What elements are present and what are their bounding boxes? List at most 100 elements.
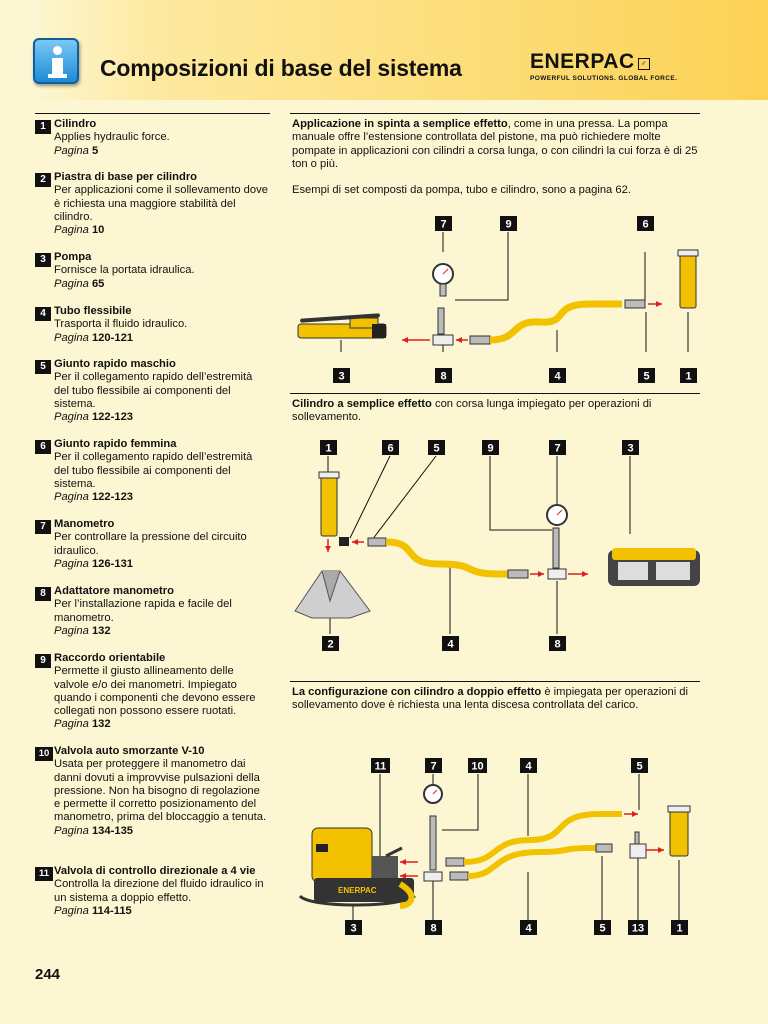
- item-number: 1: [35, 120, 51, 134]
- diagram-single-acting-lift: 1 6 5 9 7 3 2 4 8: [294, 440, 700, 651]
- item-title: Tubo flessibile: [54, 305, 132, 317]
- diagram-label: 10: [471, 761, 483, 773]
- item-page-label: Pagina: [54, 491, 89, 504]
- item-page-label: Pagina: [54, 411, 89, 424]
- item-title: Cilindro: [54, 118, 97, 130]
- item-page-label: Pagina: [54, 824, 89, 837]
- section-1-heading: Applicazione in spinta a semplice effett…: [292, 118, 508, 130]
- brand-tagline: POWERFUL SOLUTIONS. GLOBAL FORCE.: [530, 75, 678, 82]
- item-page-label: Pagina: [54, 904, 89, 917]
- item-number: 8: [35, 587, 51, 601]
- brand-name: ENERPAC: [530, 50, 635, 73]
- item-title: Adattatore manometro: [54, 585, 174, 597]
- section-1-body: , come in una pressa. La pompa manuale o…: [292, 118, 698, 170]
- diagram-label: 11: [375, 761, 387, 773]
- item-desc: Permette il giusto allineamento delle va…: [54, 665, 256, 718]
- diagram-label: 5: [599, 923, 605, 935]
- pump-brand-label: ENERPAC: [338, 886, 377, 895]
- item-page: 65: [91, 277, 105, 290]
- item-number: 7: [35, 520, 51, 534]
- item-page: 122-123: [91, 491, 134, 504]
- item-desc: Per l’installazione rapida e facile del …: [54, 598, 232, 624]
- section-2-text: Cilindro a semplice effetto con corsa lu…: [292, 398, 702, 425]
- diagram-label: 1: [685, 371, 691, 383]
- item-desc: Per controllare la pressione del circuit…: [54, 531, 247, 557]
- item-page: 120-121: [91, 331, 134, 344]
- section-3-heading: La configurazione con cilindro a doppio …: [292, 686, 542, 698]
- diagram-label: 4: [447, 639, 454, 651]
- diagram-label: 7: [554, 443, 560, 455]
- page-number: 244: [35, 966, 61, 983]
- diagram-label: 7: [440, 219, 446, 231]
- section-1-note: Esempi di set composti da pompa, tubo e …: [292, 184, 631, 197]
- item-page: 126-131: [91, 557, 134, 570]
- item-page-label: Pagina: [54, 624, 89, 637]
- item-title: Giunto rapido femmina: [54, 438, 177, 450]
- item-number: 11: [35, 867, 53, 881]
- item-page: 134-135: [91, 824, 134, 837]
- item-number: 6: [35, 440, 51, 454]
- item-desc: Per il collegamento rapido dell’estremit…: [54, 371, 253, 410]
- diagram-label: 2: [327, 639, 333, 651]
- item-title: Valvola auto smorzante V-10: [54, 745, 205, 757]
- diagram-label: 8: [430, 923, 436, 935]
- diagram-label: 6: [387, 443, 393, 455]
- section-3-text: La configurazione con cilindro a doppio …: [292, 686, 702, 713]
- item-title: Manometro: [54, 518, 115, 530]
- diagram-label: 5: [433, 443, 439, 455]
- diagram-label: 1: [676, 923, 682, 935]
- diagram-label: 9: [505, 219, 511, 231]
- item-desc: Controlla la direzione del fluido idraul…: [54, 878, 264, 904]
- item-page: 114-115: [91, 904, 132, 917]
- diagram-label: 3: [350, 923, 356, 935]
- diagram-label: 9: [487, 443, 493, 455]
- item-page-label: Pagina: [54, 718, 89, 731]
- item-page-label: Pagina: [54, 224, 89, 237]
- item-number: 4: [35, 307, 51, 321]
- item-page: 10: [91, 224, 105, 237]
- item-page: 122-123: [91, 411, 134, 424]
- diagram-label: 4: [554, 371, 561, 383]
- item-desc: Trasporta il fluido idraulico.: [54, 318, 188, 331]
- item-title: Piastra di base per cilindro: [54, 171, 198, 183]
- diagram-label: 5: [636, 761, 642, 773]
- diagram-double-acting: ENERPAC 11 7 10 4 5 3 8 4 5 13 1: [298, 758, 691, 935]
- diagram-label: 8: [554, 639, 560, 651]
- diagram-label: 6: [642, 219, 648, 231]
- item-page-label: Pagina: [54, 144, 89, 157]
- item-number: 3: [35, 253, 51, 267]
- diagram-label: 8: [440, 371, 446, 383]
- diagram-single-acting-push: 7 9 6 3 8 4 5 1: [297, 216, 699, 383]
- item-title: Valvola di controllo direzionale a 4 vie: [54, 865, 256, 877]
- item-desc: Applies hydraulic force.: [54, 131, 170, 144]
- item-page-label: Pagina: [54, 331, 89, 344]
- diagram-label: 1: [325, 443, 331, 455]
- info-icon: [33, 38, 79, 84]
- left-rule: [35, 113, 270, 114]
- item-title: Pompa: [54, 251, 92, 263]
- item-title: Giunto rapido maschio: [54, 358, 176, 370]
- section-2-heading: Cilindro a semplice effetto: [292, 398, 432, 410]
- item-desc: Per il collegamento rapido dell’estremit…: [54, 451, 253, 490]
- item-number: 2: [35, 173, 51, 187]
- diagram-label: 3: [338, 371, 344, 383]
- diagram-label: 4: [525, 923, 532, 935]
- item-title: Raccordo orientabile: [54, 652, 166, 664]
- item-number: 9: [35, 654, 51, 668]
- right-rule-top: [290, 113, 700, 114]
- section-1-text: Applicazione in spinta a semplice effett…: [292, 118, 702, 197]
- right-rule-mid: [290, 393, 700, 394]
- item-page-label: Pagina: [54, 557, 89, 570]
- item-desc: Usata per proteggere il manometro dai da…: [54, 758, 267, 824]
- diagram-label: 3: [627, 443, 633, 455]
- section-2-body: con corsa lunga impiegato per operazioni…: [292, 398, 652, 424]
- page-title: Composizioni di base del sistema: [100, 55, 462, 81]
- item-page: 5: [91, 144, 99, 157]
- brand-mark-icon: ♂: [637, 57, 650, 70]
- diagram-label: 13: [632, 923, 644, 935]
- right-rule-bottom: [290, 681, 700, 682]
- section-3-body: è impiegata per operazioni di sollevamen…: [292, 686, 689, 712]
- diagram-label: 7: [430, 761, 436, 773]
- item-desc: Fornisce la portata idraulica.: [54, 264, 195, 277]
- item-number: 5: [35, 360, 51, 374]
